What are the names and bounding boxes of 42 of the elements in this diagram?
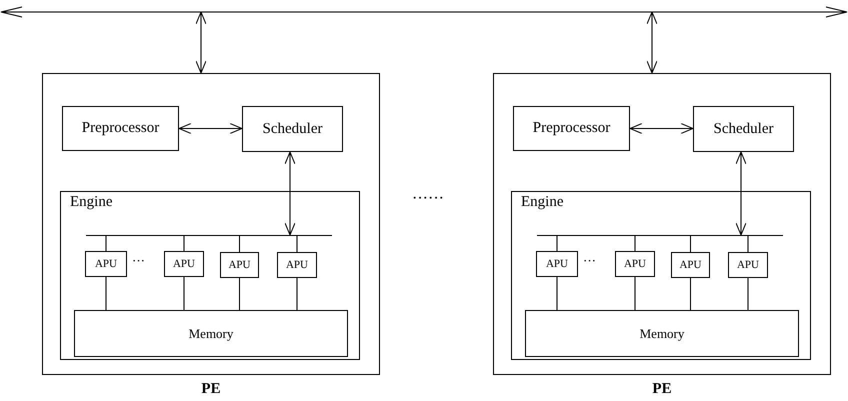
engine-frame [60,191,360,360]
connector-line [556,276,558,310]
engine-frame [511,191,811,360]
connector-line [556,236,558,252]
engine-heading: Engine [70,194,112,211]
apu-box: APU [615,251,655,277]
apu-box: APU [85,251,127,277]
arrow [646,12,658,74]
apu-box: APU [164,251,204,277]
unit-box: Scheduler [693,106,794,152]
unit-box: Preprocessor [62,106,179,151]
bus-line [86,235,332,236]
ellipsis-dots: ··· [132,253,145,269]
connector-line [239,236,240,252]
arrow [736,152,746,236]
arrow [284,152,296,236]
connector-line [690,236,691,252]
system-bus-arrow [0,6,848,18]
unit-box: Preprocessor [513,106,630,151]
arrow [178,123,242,134]
arrow [196,12,206,74]
pe-label: PE [651,380,673,398]
pe-label: PE [200,380,222,398]
unit-box: Memory [525,310,799,357]
connector-line [296,236,298,252]
apu-box: APU [220,252,259,278]
engine-heading: Engine [521,194,564,211]
arrow [630,123,694,134]
ellipsis-dots: ··· [583,253,596,269]
unit-box: Scheduler [242,106,343,152]
bus-line [537,235,783,236]
apu-box: APU [671,252,710,278]
apu-box: APU [536,251,578,277]
apu-box: APU [277,252,317,278]
connector-line [296,278,298,310]
connector-line [239,278,240,310]
connector-line [634,236,636,252]
connector-line [690,278,691,310]
connector-line [634,276,636,310]
ellipsis-dots: ······ [412,190,444,208]
unit-box: Memory [74,310,348,357]
apu-box: APU [728,252,768,278]
